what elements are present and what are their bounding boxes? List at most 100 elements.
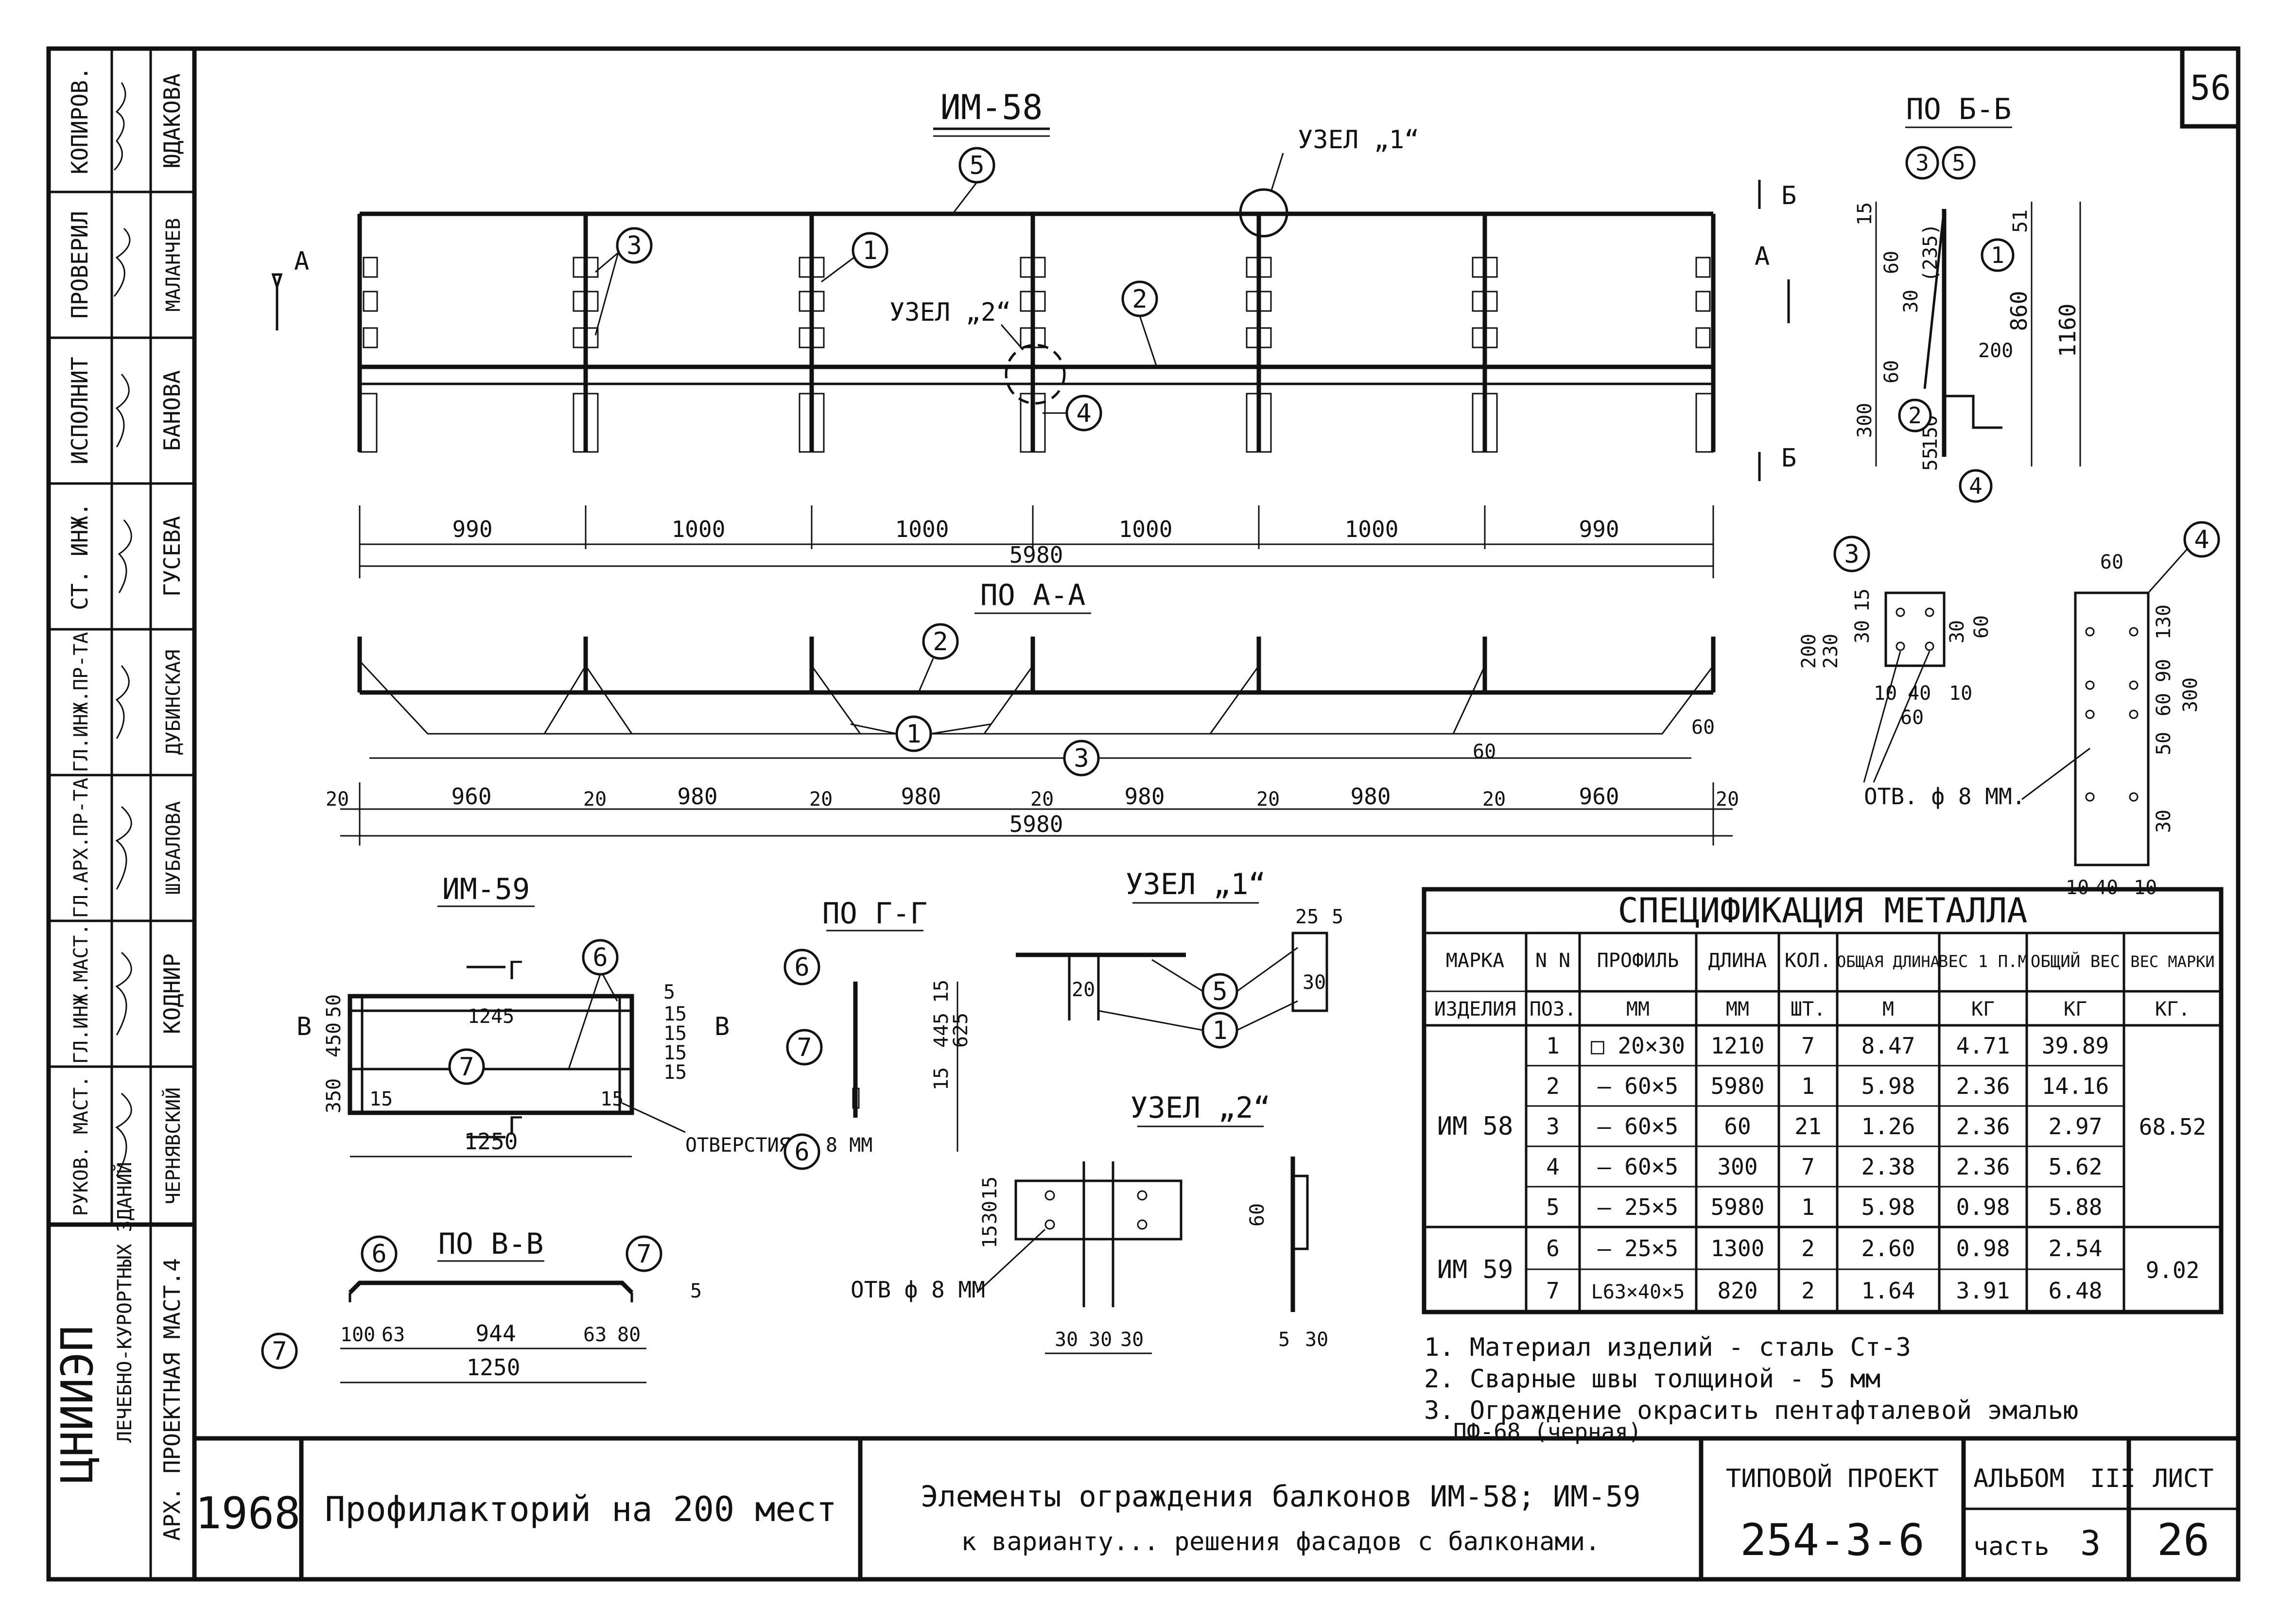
dim: 5 bbox=[690, 1280, 702, 1302]
dim: 25 bbox=[1295, 906, 1319, 928]
dim: 63 bbox=[583, 1324, 607, 1346]
title-block: 1968 Профилакторий на 200 мест Элементы … bbox=[194, 1436, 2238, 1579]
cut-v-right: В bbox=[714, 1012, 730, 1041]
spec-cell: 4.71 bbox=[1956, 1033, 2010, 1059]
stamp-role-0: КОПИРОВ. bbox=[67, 67, 93, 174]
note-1: 1. Материал изделий - сталь Ст-3 bbox=[1424, 1333, 1911, 1362]
callout-1: 1 bbox=[1212, 1016, 1227, 1045]
cut-a-left: А bbox=[294, 247, 309, 276]
signature-scribble bbox=[113, 82, 126, 171]
span-dim: 980 bbox=[1124, 783, 1165, 810]
spec-cell: — 25×5 bbox=[1598, 1235, 1678, 1261]
dim: 15 bbox=[930, 980, 953, 1003]
spec-cell: 3 bbox=[1546, 1113, 1560, 1140]
node2-title: УЗЕЛ „2“ bbox=[1131, 1091, 1271, 1125]
cut-a-right: А bbox=[1755, 242, 1770, 271]
dim: 300 bbox=[2179, 677, 2202, 712]
dim: 300 bbox=[1854, 403, 1876, 438]
callout-7: 7 bbox=[459, 1053, 474, 1082]
node-1: УЗЕЛ „1“ 25 5 30 20 5 1 bbox=[1016, 867, 1343, 1049]
stamp-role-6: ГЛ.ИНЖ.МАСТ. bbox=[70, 924, 92, 1064]
spec-cell: 7 bbox=[1801, 1033, 1815, 1059]
span-dim: 980 bbox=[1350, 783, 1391, 810]
callout-4: 4 bbox=[2194, 525, 2209, 554]
span-dim: 1000 bbox=[672, 516, 726, 542]
spec-header: ОБЩАЯ ДЛИНА bbox=[1837, 952, 1940, 971]
spec-header: КОЛ. bbox=[1785, 950, 1831, 972]
note-3: 3. Ограждение окрасить пентафталевой эма… bbox=[1424, 1396, 2078, 1425]
callout-7: 7 bbox=[636, 1240, 651, 1269]
detail-4: 4 60 130 90 60 50 300 30 10 40 10 bbox=[2066, 521, 2220, 899]
stamp-role-2: ИСПОЛНИТ bbox=[67, 357, 93, 465]
span-dim: 20 bbox=[1716, 788, 1739, 811]
callout-2: 2 bbox=[1132, 285, 1147, 314]
callout-4: 4 bbox=[1969, 473, 1983, 499]
dim: (235) bbox=[1919, 224, 1942, 282]
callout-7: 7 bbox=[272, 1337, 287, 1366]
im59-elevation: ИМ-59 1245 1250 50 450 350 15 15 5 15 15… bbox=[296, 872, 872, 1158]
spec-row-3: 3 — 60×5 60 21 1.26 2.36 2.97 bbox=[1546, 1113, 2102, 1140]
callout-5: 5 bbox=[969, 151, 984, 180]
section-bb: ПО Б-Б 15 (235) 60 30 60 300 150 55 51 8… bbox=[1854, 92, 2081, 503]
callout-5: 5 bbox=[1212, 977, 1227, 1006]
dim: 15 bbox=[979, 1176, 1001, 1200]
spec-cell: 1 bbox=[1801, 1073, 1815, 1099]
stamp-name-2: БАНОВА bbox=[159, 370, 185, 451]
callout-1: 1 bbox=[1991, 242, 2004, 268]
spec-header: ДЛИНА bbox=[1708, 950, 1767, 972]
dim: 30 bbox=[1089, 1329, 1112, 1351]
dim: 15 bbox=[663, 1061, 687, 1084]
spec-cell: 1300 bbox=[1711, 1235, 1765, 1261]
left-stamp-rows: КОПИРОВ. ЮДАКОВА ПРОВЕРИЛ МАЛАНЧЕВ ИСПОЛ… bbox=[49, 67, 194, 1216]
span-dim: 1000 bbox=[895, 516, 949, 542]
dim: 30 bbox=[2153, 810, 2175, 833]
span-dim: 980 bbox=[677, 783, 717, 810]
spec-header: ПРОФИЛЬ bbox=[1597, 950, 1679, 972]
spec-row-7: 7 L63×40×5 820 2 1.64 3.91 6.48 bbox=[1546, 1278, 2102, 1304]
total-dim: 5980 bbox=[1009, 542, 1063, 568]
cut-v-left: В bbox=[296, 1012, 312, 1041]
spec-cell: 5.98 bbox=[1861, 1073, 1915, 1099]
dim: 60 bbox=[1880, 251, 1903, 274]
stamp-name-4: ДУБИНСКАЯ bbox=[162, 650, 185, 755]
im58-node1-label: УЗЕЛ „1“ bbox=[1298, 125, 1419, 155]
stamp-workshop: АРХ. ПРОЕКТНАЯ МАСТ.4 bbox=[159, 1258, 185, 1541]
dim: 100 bbox=[340, 1324, 375, 1346]
spec-header: М bbox=[1882, 998, 1894, 1020]
dim: 30 bbox=[1900, 290, 1922, 313]
dim: 30 bbox=[979, 1201, 1001, 1224]
total-dim: 1250 bbox=[467, 1354, 521, 1381]
dim: 130 bbox=[2153, 605, 2175, 639]
dim: 15 bbox=[663, 1022, 687, 1045]
dim: 1250 bbox=[464, 1128, 518, 1155]
callout-5: 5 bbox=[1952, 150, 1966, 176]
span-dim: 20 bbox=[1256, 788, 1280, 811]
spec-row-2: 2 — 60×5 5980 1 5.98 2.36 14.16 bbox=[1546, 1073, 2109, 1099]
spec-cell: 6.48 bbox=[2049, 1278, 2103, 1304]
dim: 15 bbox=[979, 1225, 1001, 1248]
dim: 350 bbox=[323, 1078, 345, 1113]
callout-3: 3 bbox=[1844, 540, 1859, 569]
cut-g-bottom: Г bbox=[508, 1112, 523, 1141]
callout-6: 6 bbox=[794, 953, 809, 982]
title-desc-1: Элементы ограждения балконов ИМ-58; ИМ-5… bbox=[921, 1480, 1640, 1514]
dim: 90 bbox=[2153, 659, 2175, 682]
spec-cell: □ 20×30 bbox=[1591, 1033, 1685, 1059]
span-dim: 980 bbox=[901, 783, 941, 810]
stamp-name-0: ЮДАКОВА bbox=[159, 73, 185, 168]
spec-cell: 1.26 bbox=[1861, 1113, 1915, 1140]
im58-title: ИМ-58 bbox=[940, 87, 1043, 127]
title-sheet-value: 26 bbox=[2157, 1515, 2209, 1566]
cut-g-top: Г bbox=[508, 956, 523, 985]
callout-1: 1 bbox=[862, 236, 877, 265]
dim: 15 bbox=[369, 1088, 393, 1110]
dim: 30 bbox=[1946, 620, 1968, 643]
spec-cell: 1 bbox=[1546, 1033, 1560, 1059]
stamp-org: ЦНИИЭП bbox=[52, 1325, 103, 1483]
dim: 60 bbox=[2153, 693, 2175, 716]
sheet-number: 56 bbox=[2190, 68, 2231, 108]
dim: 625 bbox=[950, 1013, 972, 1048]
dim: 200 bbox=[1978, 340, 2013, 362]
spec-header: КГ bbox=[1971, 998, 1995, 1020]
